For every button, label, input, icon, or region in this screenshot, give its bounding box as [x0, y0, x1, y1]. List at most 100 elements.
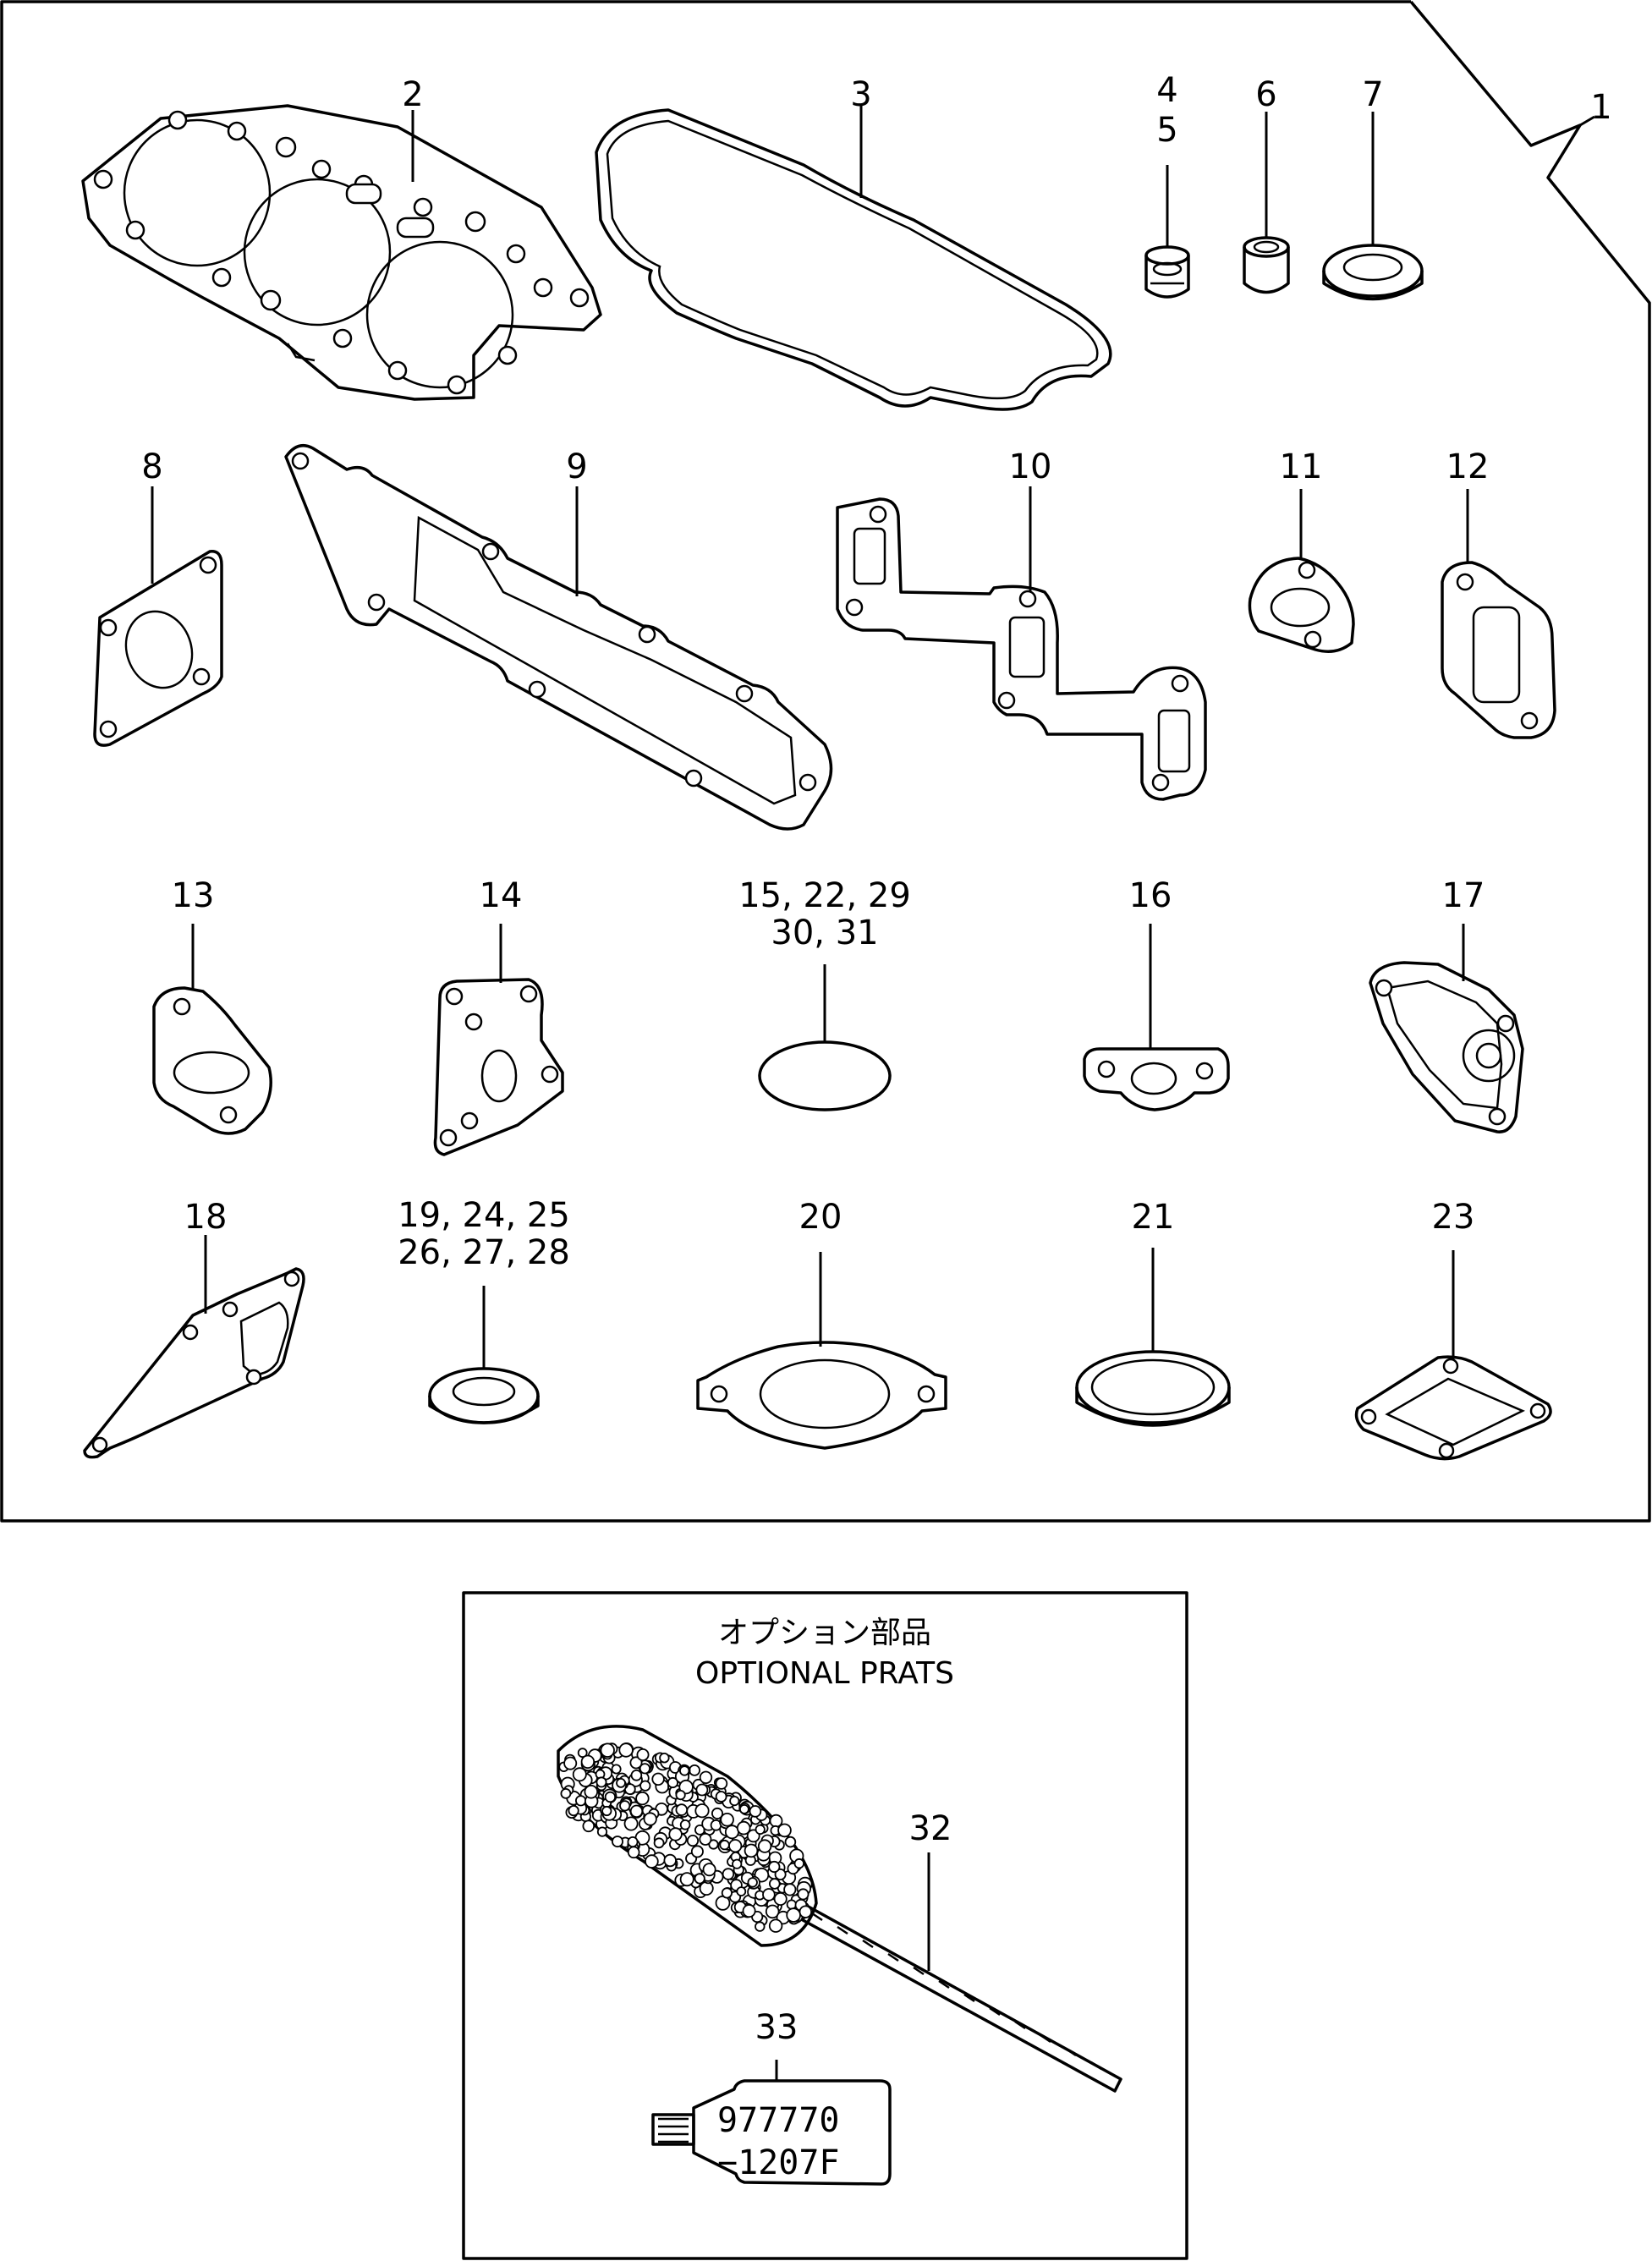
- brush-bead: [784, 1836, 797, 1848]
- optional-title-en: OPTIONAL PRATS: [695, 1656, 954, 1691]
- brush-bead: [777, 1823, 792, 1838]
- brush-bead: [736, 1820, 751, 1836]
- brush-bead: [694, 1803, 710, 1819]
- brush-bead: [580, 1754, 595, 1770]
- brush-bead: [651, 1772, 665, 1786]
- brush-bead: [715, 1791, 727, 1803]
- brush-bead: [668, 1827, 683, 1841]
- callout-20: 20: [799, 1198, 842, 1237]
- callout-33: 33: [755, 2008, 799, 2047]
- part-18-gasket: [83, 1267, 305, 1459]
- callout-18: 18: [184, 1198, 228, 1237]
- brush-bead: [736, 1886, 747, 1897]
- callout-7: 7: [1362, 75, 1383, 114]
- part-9-manifold-gasket: [284, 443, 833, 831]
- brush-bead: [643, 1812, 657, 1826]
- callout-15-line1: 15, 22, 29: [738, 876, 911, 915]
- brush-bead: [678, 1779, 694, 1795]
- brush-bead: [667, 1776, 679, 1789]
- callout-19-line2: 26, 27, 28: [398, 1233, 570, 1272]
- brush-bead: [659, 1752, 670, 1764]
- brush-bead: [774, 1868, 787, 1880]
- brush-bead: [574, 1795, 587, 1807]
- brush-bead: [699, 1880, 714, 1896]
- brush-bead: [742, 1904, 756, 1918]
- brush-bead: [799, 1905, 813, 1918]
- brush-bead: [797, 1888, 810, 1901]
- brush-bead: [645, 1854, 659, 1869]
- brush-bead: [686, 1835, 700, 1847]
- brush-bead: [604, 1791, 617, 1803]
- brush-bead: [720, 1813, 734, 1827]
- optional-title-jp: オプション部品: [718, 1616, 931, 1650]
- part-12-port-gasket: [1441, 561, 1556, 739]
- part-13-gasket: [152, 986, 272, 1135]
- brush-bead: [755, 1824, 766, 1835]
- brush-bead: [596, 1826, 608, 1837]
- brush-bead: [612, 1836, 624, 1848]
- callout-15-line2: 30, 31: [771, 914, 878, 952]
- brush-bead: [722, 1868, 735, 1880]
- brush-bead: [560, 1787, 572, 1799]
- callout-21: 21: [1132, 1198, 1175, 1237]
- callout-19-line1: 19, 24, 25: [398, 1196, 570, 1235]
- brush-bead: [757, 1839, 772, 1853]
- part-7-seal-washer: [1322, 244, 1424, 301]
- brush-bead: [627, 1846, 640, 1859]
- brush-bead: [739, 1803, 749, 1814]
- brush-bead: [768, 1918, 783, 1933]
- part-17-gasket: [1369, 961, 1524, 1133]
- main-kit-frame: [0, 0, 1651, 1523]
- part-3-rocker-cover-gasket: [595, 108, 1112, 411]
- brush-bead: [689, 1764, 700, 1776]
- callout-5: 5: [1156, 111, 1177, 150]
- brush-bead: [702, 1863, 716, 1877]
- part-16-gasket: [1083, 1047, 1230, 1111]
- brush-bead: [600, 1742, 615, 1758]
- part-23-gasket: [1354, 1355, 1552, 1461]
- brush-bead: [618, 1742, 634, 1758]
- brush-bead: [765, 1904, 780, 1919]
- brush-bead: [699, 1832, 712, 1846]
- brush-bead: [675, 1790, 686, 1801]
- brush-bead: [732, 1858, 743, 1869]
- brush-bead: [582, 1819, 595, 1833]
- part-6-sleeve: [1243, 236, 1290, 294]
- gasket-bolt-holes: [93, 110, 590, 395]
- part-33-sealant-tube: 977770 −1207F: [651, 2079, 892, 2186]
- callout-13: 13: [172, 876, 215, 915]
- tube-label-line2: −1207F: [717, 2143, 840, 2182]
- callout-2: 2: [402, 75, 423, 114]
- brush-bead: [773, 1891, 788, 1906]
- part-14-gasket: [433, 978, 564, 1156]
- brush-bead: [563, 1756, 578, 1770]
- callout-6: 6: [1255, 75, 1276, 114]
- callout-4: 4: [1156, 71, 1177, 110]
- brush-bead: [627, 1836, 639, 1847]
- brush-bead: [719, 1839, 730, 1851]
- brush-bead: [663, 1853, 677, 1868]
- brush-bead: [630, 1770, 643, 1781]
- brush-bead: [629, 1804, 644, 1819]
- brush-bead: [616, 1777, 626, 1788]
- brush-bead: [708, 1839, 719, 1850]
- callout-17: 17: [1442, 876, 1485, 915]
- callout-14: 14: [480, 876, 523, 915]
- part-19-washer: [428, 1367, 540, 1424]
- callout-23: 23: [1432, 1198, 1475, 1237]
- brush-bead: [744, 1843, 759, 1858]
- brush-bead: [679, 1765, 690, 1776]
- brush-bead: [639, 1780, 651, 1792]
- brush-bead: [783, 1883, 797, 1896]
- brush-bead: [721, 1887, 733, 1899]
- brush-bead: [639, 1763, 651, 1775]
- tube-label-line1: 977770: [717, 2101, 840, 2140]
- part-2-head-gasket: [81, 104, 602, 401]
- brush-bead: [768, 1878, 781, 1890]
- brush-bead: [694, 1873, 705, 1885]
- part-20-gasket: [696, 1341, 947, 1450]
- brush-bead: [653, 1837, 665, 1849]
- brush-bead: [786, 1899, 797, 1910]
- brush-bead: [728, 1839, 743, 1853]
- brush-bead: [699, 1770, 713, 1785]
